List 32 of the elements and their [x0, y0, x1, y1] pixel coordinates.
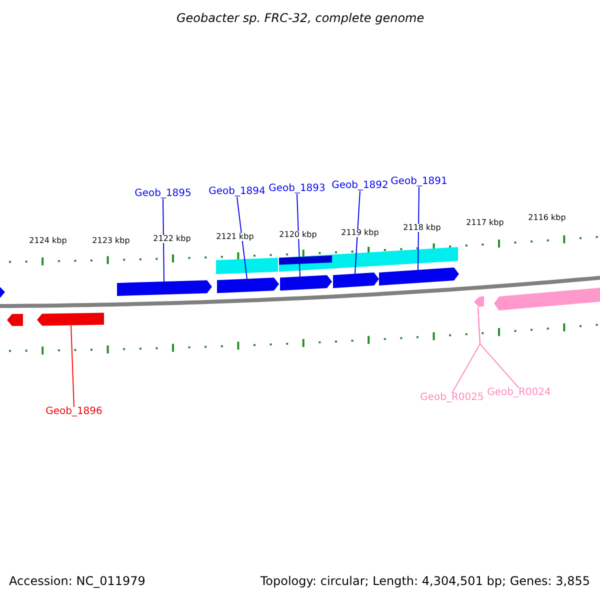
gene-label: Geob_1894: [208, 187, 266, 197]
leader-line: [296, 194, 300, 278]
genome-summary: Topology: circular; Length: 4,304,501 bp; Genes: 3,855: [260, 575, 590, 587]
gene-feature: [280, 275, 332, 291]
tick-label: 2118 kbp: [403, 224, 441, 232]
tick-label: 2124 kbp: [29, 237, 67, 245]
gene-feature: [474, 296, 484, 307]
leader-line: [162, 198, 164, 282]
gene-label: Geob_1896: [46, 407, 102, 417]
tick-label: 2123 kbp: [92, 237, 130, 245]
leader-line: [354, 190, 360, 274]
leader-line: [478, 306, 520, 388]
gene-label: Geob_R0025: [420, 393, 484, 403]
tick-label: 2122 kbp: [153, 235, 191, 243]
gene-label: Geob_R0024: [487, 388, 551, 398]
gene-label: Geob_1891: [390, 177, 448, 187]
tick-label: 2121 kbp: [216, 233, 254, 241]
gene-feature: [37, 312, 104, 326]
chart-title: Geobacter sp. FRC-32, complete genome: [176, 12, 424, 24]
tick-label: 2117 kbp: [466, 219, 504, 227]
gene-label: Geob_1893: [268, 184, 326, 194]
accession-label: Accession: NC_011979: [9, 575, 146, 587]
gene-feature: [217, 278, 279, 294]
tick-label: 2116 kbp: [528, 214, 566, 222]
tick-label: 2120 kbp: [279, 231, 317, 239]
tick-label: 2119 kbp: [341, 229, 379, 237]
gene-label: Geob_1892: [332, 181, 388, 191]
gene-label: Geob_1895: [134, 189, 192, 199]
gene-feature: [117, 280, 212, 296]
leader-line: [236, 196, 248, 280]
leader-line: [418, 186, 420, 271]
leader-line: [70, 324, 74, 408]
